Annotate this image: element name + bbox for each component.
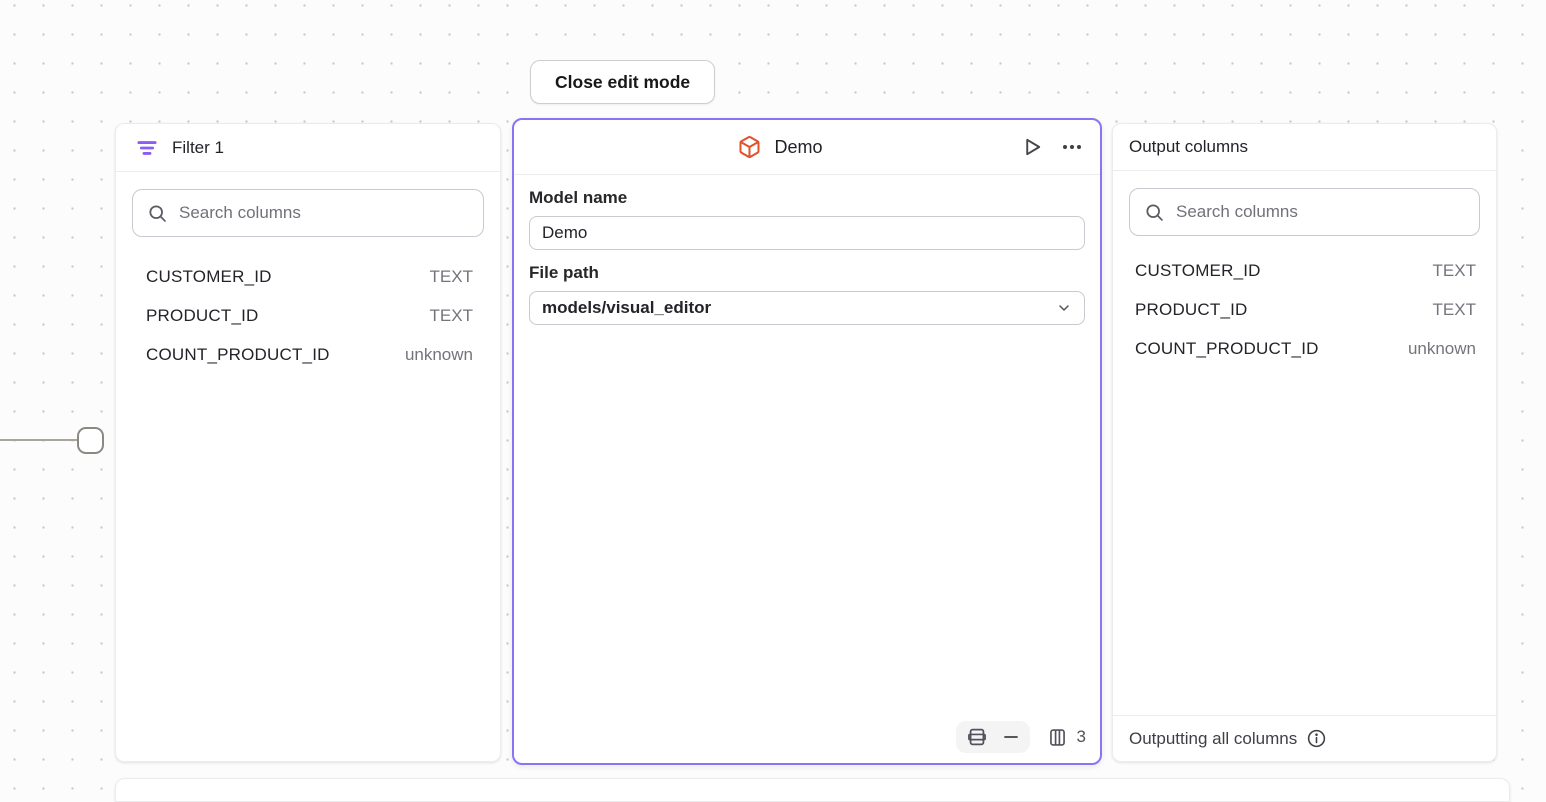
filter-lines-icon (134, 135, 160, 161)
column-type: TEXT (1432, 260, 1476, 280)
column-type: TEXT (429, 266, 473, 286)
column-name: COUNT_PRODUCT_ID (1135, 338, 1319, 358)
ellipsis-icon (1060, 135, 1084, 159)
filter-search-input[interactable] (179, 203, 469, 223)
column-type: TEXT (1432, 299, 1476, 319)
edge-connector-line (0, 439, 79, 441)
output-column-list: CUSTOMER_ID TEXT PRODUCT_ID TEXT COUNT_P… (1113, 251, 1496, 368)
filter-search-box[interactable] (132, 189, 484, 237)
output-search-box[interactable] (1129, 188, 1480, 236)
close-edit-mode-button[interactable]: Close edit mode (530, 60, 716, 104)
column-count-value: 3 (1076, 727, 1086, 746)
model-name-label: Model name (529, 188, 628, 207)
bottom-panel-edge (115, 778, 1510, 802)
column-name: CUSTOMER_ID (1135, 260, 1261, 280)
table-row[interactable]: COUNT_PRODUCT_ID unknown (1113, 329, 1496, 368)
filter-node-panel: Filter 1 CUSTOMER_ID TEXT PRODUCT_ID TEX… (115, 123, 501, 762)
table-rows-icon (966, 726, 988, 748)
model-name-field-group: Model name (529, 188, 1085, 250)
table-columns-icon (1047, 727, 1068, 748)
file-path-value: models/visual_editor (542, 298, 712, 317)
minus-icon (1002, 728, 1020, 746)
column-type: unknown (404, 344, 473, 364)
file-path-select[interactable]: models/visual_editor (529, 291, 1085, 325)
play-icon (1021, 136, 1044, 159)
column-name: COUNT_PRODUCT_ID (146, 344, 330, 364)
model-title-group: Demo (738, 135, 823, 159)
table-row[interactable]: PRODUCT_ID TEXT (116, 296, 500, 335)
output-footer-text: Outputting all columns (1129, 728, 1298, 748)
info-icon[interactable] (1306, 728, 1327, 749)
column-type: TEXT (429, 305, 473, 325)
output-panel-footer: Outputting all columns (1113, 715, 1496, 761)
column-name: PRODUCT_ID (1135, 299, 1248, 319)
more-options-button[interactable] (1056, 131, 1088, 163)
chevron-down-icon (1056, 300, 1072, 316)
column-name: CUSTOMER_ID (146, 266, 272, 286)
column-name: PRODUCT_ID (146, 305, 259, 325)
edge-connector-handle[interactable] (77, 427, 104, 454)
search-icon (147, 203, 168, 224)
column-count-indicator: 3 (1047, 727, 1086, 748)
output-panel-header: Output columns (1113, 124, 1496, 171)
model-node-panel: Demo Model name (512, 118, 1102, 765)
run-button[interactable] (1017, 132, 1048, 163)
column-type: unknown (1407, 338, 1476, 358)
table-row[interactable]: PRODUCT_ID TEXT (1113, 290, 1496, 329)
file-path-label: File path (529, 263, 599, 282)
model-panel-footer: 3 (955, 721, 1086, 753)
output-panel-title: Output columns (1129, 137, 1249, 156)
table-row[interactable]: CUSTOMER_ID TEXT (1113, 251, 1496, 290)
filter-panel-title: Filter 1 (172, 137, 224, 157)
cube-icon (738, 135, 762, 159)
model-panel-title: Demo (774, 136, 823, 157)
filter-column-list: CUSTOMER_ID TEXT PRODUCT_ID TEXT COUNT_P… (116, 257, 500, 374)
model-name-input[interactable] (529, 216, 1085, 250)
filter-panel-header: Filter 1 (116, 124, 500, 172)
output-columns-panel: Output columns CUSTOMER_ID TEXT PRODUCT_… (1112, 123, 1497, 762)
output-search-input[interactable] (1176, 202, 1465, 222)
table-row[interactable]: CUSTOMER_ID TEXT (116, 257, 500, 296)
model-panel-header: Demo (514, 120, 1100, 175)
row-limit-control[interactable] (955, 721, 1030, 753)
table-row[interactable]: COUNT_PRODUCT_ID unknown (116, 335, 500, 374)
search-icon (1144, 202, 1165, 223)
model-panel-body: Model name File path models/visual_edito… (514, 175, 1100, 325)
file-path-field-group: File path models/visual_editor (529, 263, 1085, 325)
